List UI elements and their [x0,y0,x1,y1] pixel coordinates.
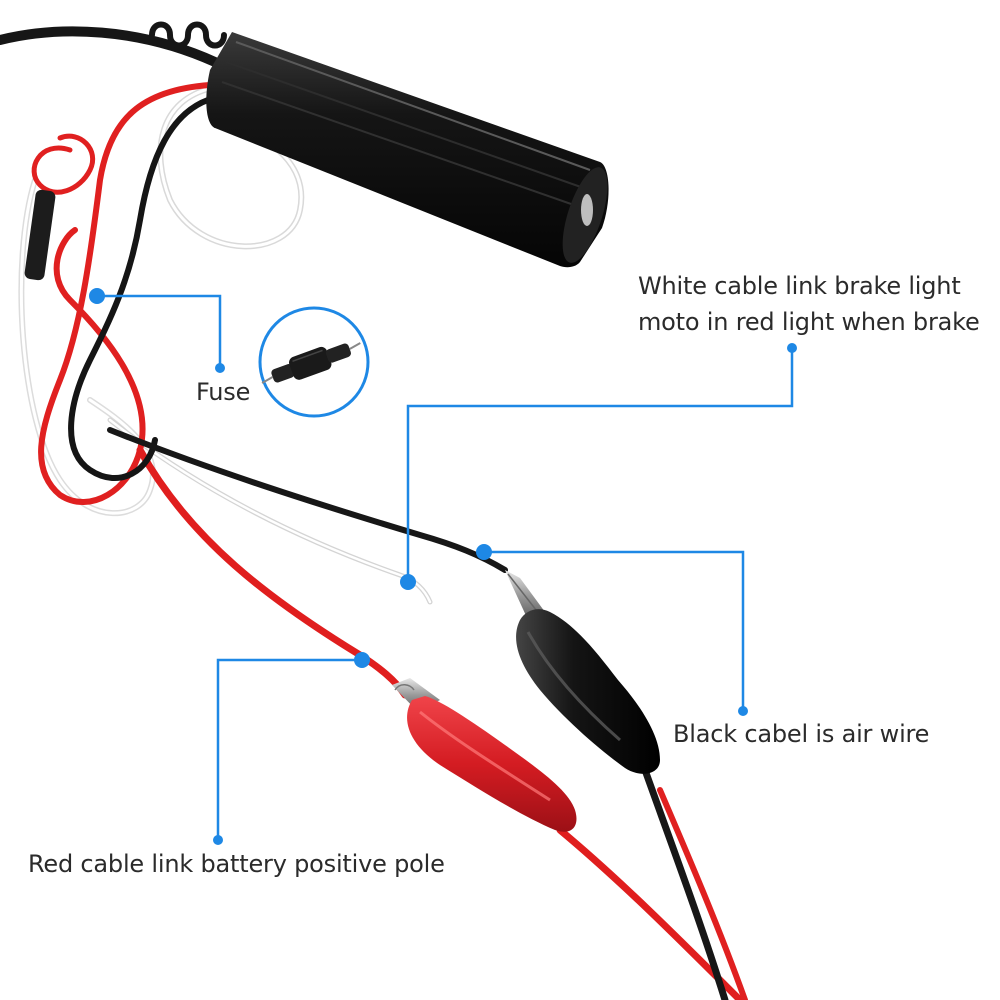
black-cable-annotation: Black cabel is air wire [673,720,930,748]
fuse-callout-line [97,294,222,368]
fuse-annotation: Fuse [196,378,251,406]
white-cable-label-dot [787,343,797,353]
red-cable-wire-dot [354,652,370,668]
red-wire-top-loop [31,133,96,195]
red-cable-callout-line [216,658,362,840]
black-wire-loop [68,95,217,482]
wire-bundle [0,21,748,1000]
white-cable-annotation-line2: moto in red light when brake [638,308,980,336]
inline-fuse-body [24,189,56,281]
red-wire-loop [38,82,213,506]
fuse-inset [258,306,370,418]
callout-dots [89,288,797,845]
red-cable-label-dot [213,835,223,845]
coiled-wire [149,21,227,49]
black-alligator-clip [505,570,660,774]
white-cable-callout-line [406,348,794,582]
fuse-wire-dot [89,288,105,304]
black-cable-label-dot [738,706,748,716]
black-cable-wire-dot [476,544,492,560]
red-cable-annotation: Red cable link battery positive pole [28,850,445,878]
red-wire-long [136,446,409,699]
white-cable-annotation-line1: White cable link brake light [638,272,961,300]
white-cable-wire-dot [400,574,416,590]
fuse-label-dot [215,363,225,373]
inline-fuse-icon [261,342,361,384]
callout-lines [97,294,794,840]
white-cable-annotation: White cable link brake light moto in red… [638,268,980,340]
black-wire-tail [641,766,729,1000]
black-cable-callout-line [484,550,745,711]
black-wire-long [107,427,508,573]
top-black-cable [0,26,220,67]
red-alligator-clip [392,678,577,832]
controller-module [206,32,609,268]
